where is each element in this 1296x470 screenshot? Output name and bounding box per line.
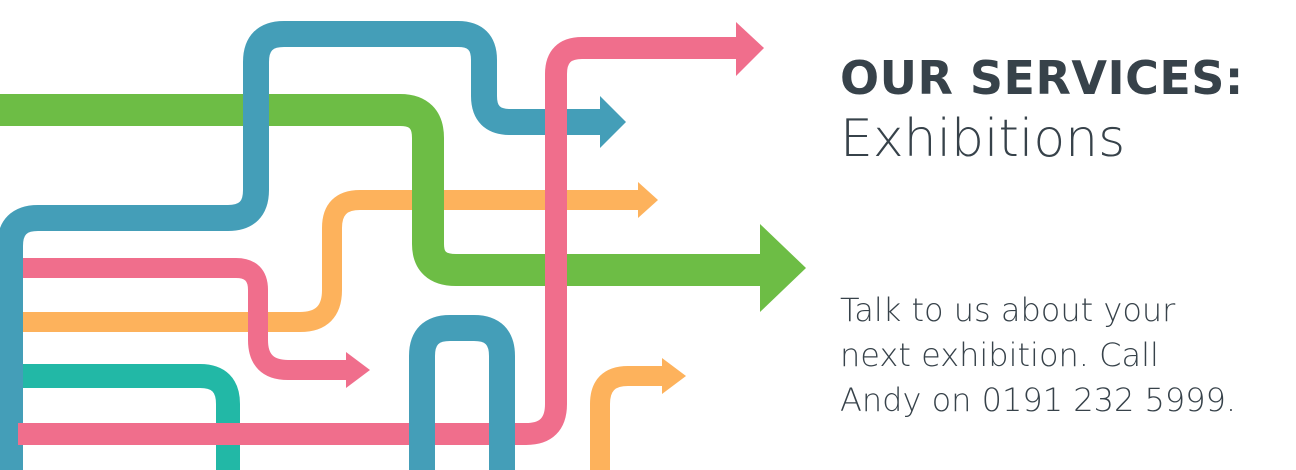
contact-line: Andy on 0191 232 5999.: [840, 381, 1237, 419]
arrow-right-icon: [638, 182, 658, 218]
teal-path: [18, 364, 240, 470]
contact-message: Talk to us about your next exhibition. C…: [840, 288, 1260, 423]
service-name: Exhibitions: [840, 109, 1126, 169]
blue-path-top: [0, 21, 604, 470]
contact-line: Talk to us about your: [840, 291, 1176, 329]
arrow-right-icon: [736, 22, 764, 76]
contact-line: next exhibition. Call: [840, 336, 1159, 374]
pink-path-middle: [0, 258, 348, 380]
blue-arch: [409, 315, 515, 470]
arrow-right-icon: [346, 352, 370, 388]
title-block: OUR SERVICES: Exhibitions: [840, 50, 1280, 172]
arrows-illustration: [0, 21, 806, 470]
orange-path-top: [18, 190, 640, 332]
arrow-right-icon: [760, 224, 806, 312]
orange-path-bottom: [590, 366, 664, 470]
services-heading: OUR SERVICES:: [840, 51, 1244, 105]
arrow-right-icon: [662, 358, 686, 394]
pink-path-long: [18, 37, 740, 445]
green-path: [0, 94, 762, 286]
arrow-right-icon: [600, 96, 626, 148]
